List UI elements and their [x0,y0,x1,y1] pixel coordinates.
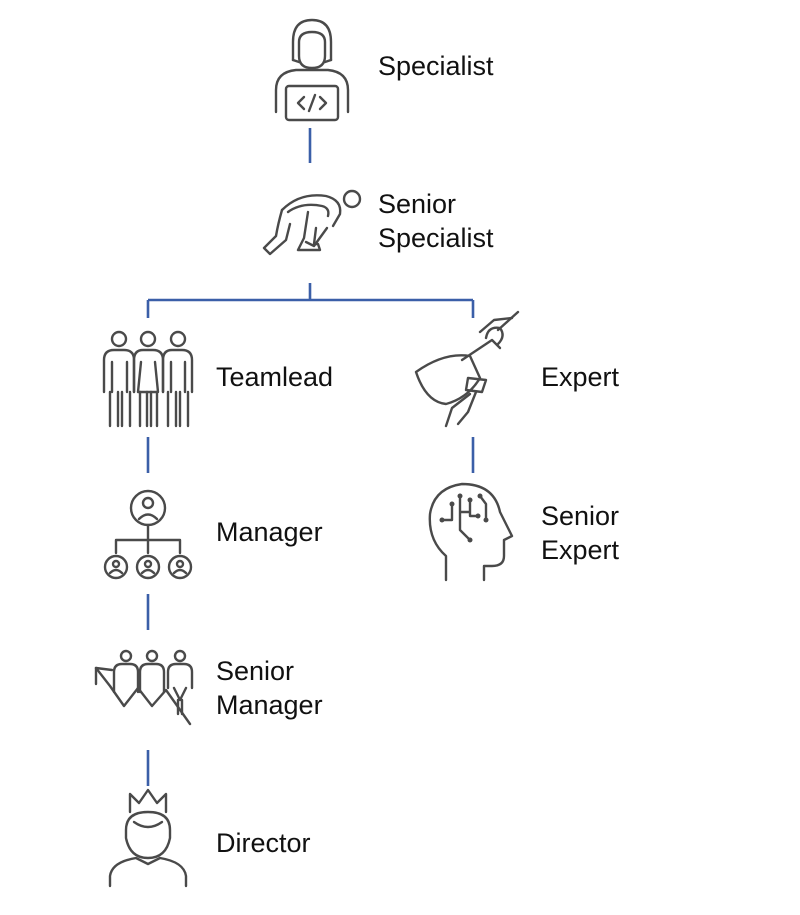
manager-label-text: Manager [216,517,323,547]
senior-specialist-label: Senior Specialist [378,187,494,255]
senior-specialist-line2: Specialist [378,221,494,255]
senior-expert-label: Senior Expert [541,499,619,567]
senior-expert-line2: Expert [541,533,619,567]
senior-expert-line1: Senior [541,499,619,533]
org-chart-icon [105,491,191,578]
expert-label: Expert [541,360,619,394]
team-of-three-icon [104,332,192,426]
team-growth-arrow-icon [96,651,192,724]
director-label: Director [216,826,311,860]
sprinter-start-icon [264,191,360,254]
superhero-flying-icon [416,312,518,426]
manager-label: Manager [216,515,323,549]
senior-specialist-line1: Senior [378,187,494,221]
connector-senior-specialist-branch [148,283,473,318]
senior-manager-label: Senior Manager [216,654,323,722]
senior-manager-line2: Manager [216,688,323,722]
developer-laptop-icon [276,20,348,120]
specialist-label-text: Specialist [378,51,494,81]
brain-circuit-head-icon [430,484,512,580]
senior-manager-line1: Senior [216,654,323,688]
teamlead-label-text: Teamlead [216,362,333,392]
specialist-label: Specialist [378,49,494,83]
director-label-text: Director [216,828,311,858]
teamlead-label: Teamlead [216,360,333,394]
crowned-person-icon [110,790,186,886]
expert-label-text: Expert [541,362,619,392]
